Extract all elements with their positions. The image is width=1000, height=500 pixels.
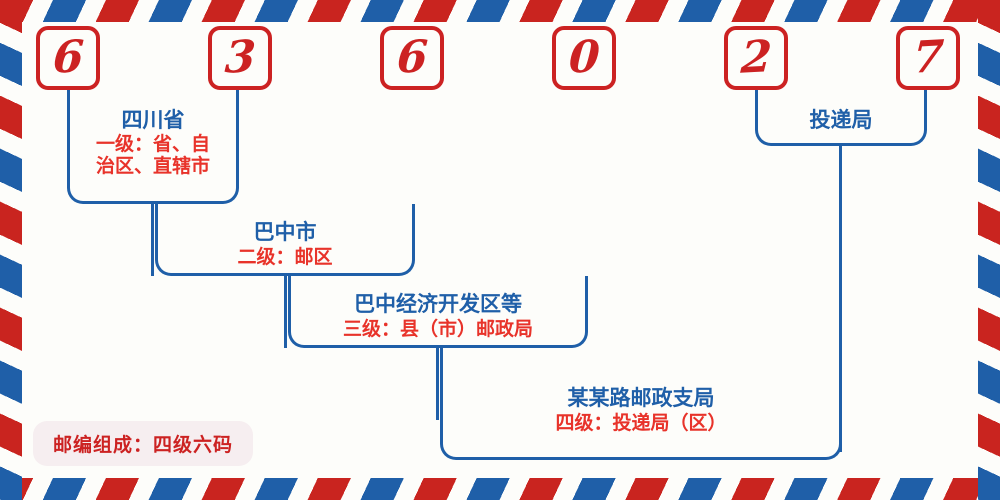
level-2-name: 巴中市 — [253, 219, 317, 244]
airmail-border-top — [0, 0, 1000, 22]
digit-value-5: 2 — [739, 31, 773, 84]
level-1-detail: 一级：省、自 — [95, 133, 210, 156]
digit-value-6: 7 — [911, 31, 945, 84]
level-4-name: 某某路邮政支局 — [567, 385, 715, 410]
stem-level-3 — [436, 348, 439, 420]
digit-value-4: 0 — [567, 31, 601, 84]
digit-value-3: 6 — [395, 31, 429, 84]
digit-box-5[interactable]: 2 — [724, 26, 788, 90]
digit-box-6[interactable]: 7 — [896, 26, 960, 90]
level-4-detail: 四级：投递局（区） — [555, 412, 727, 435]
envelope-paper — [22, 22, 978, 478]
badge-text: 邮编组成：四级六码 — [53, 434, 234, 456]
digit-box-2[interactable]: 3 — [208, 26, 272, 90]
label-delivery-office: 投递局 — [741, 107, 941, 132]
stem-delivery-office — [839, 146, 842, 452]
bracket-delivery-office — [755, 90, 927, 146]
postcode-composition-badge: 邮编组成：四级六码 — [33, 421, 254, 466]
delivery-office-title: 投递局 — [809, 107, 873, 132]
digit-value-2: 3 — [223, 31, 257, 84]
airmail-border-right — [978, 0, 1000, 500]
bracket-level-4 — [440, 348, 842, 460]
label-level-3: 巴中经济开发区等 三级：县（市）邮政局 — [302, 291, 574, 342]
level-3-name: 巴中经济开发区等 — [354, 291, 522, 316]
digit-box-4[interactable]: 0 — [552, 26, 616, 90]
level-1-name: 四川省 — [121, 107, 185, 132]
label-level-2: 巴中市 二级：邮区 — [185, 219, 385, 270]
digit-box-3[interactable]: 6 — [380, 26, 444, 90]
label-level-1: 四川省 一级：省、自 治区、直辖市 — [53, 107, 253, 178]
stem-level-1 — [151, 204, 154, 276]
digit-value-1: 6 — [51, 31, 85, 84]
digit-box-1[interactable]: 6 — [36, 26, 100, 90]
bracket-level-3 — [288, 276, 588, 348]
airmail-border-bottom — [0, 478, 1000, 500]
label-level-4: 某某路邮政支局 四级：投递局（区） — [500, 385, 782, 436]
level-2-detail: 二级：邮区 — [237, 246, 333, 269]
stem-level-2 — [284, 276, 287, 348]
airmail-border-left — [0, 0, 22, 500]
level-3-detail: 三级：县（市）邮政局 — [342, 318, 533, 341]
bracket-level-2 — [155, 204, 415, 276]
bracket-level-1 — [67, 90, 239, 204]
level-1-detail-cont: 治区、直辖市 — [95, 154, 210, 177]
